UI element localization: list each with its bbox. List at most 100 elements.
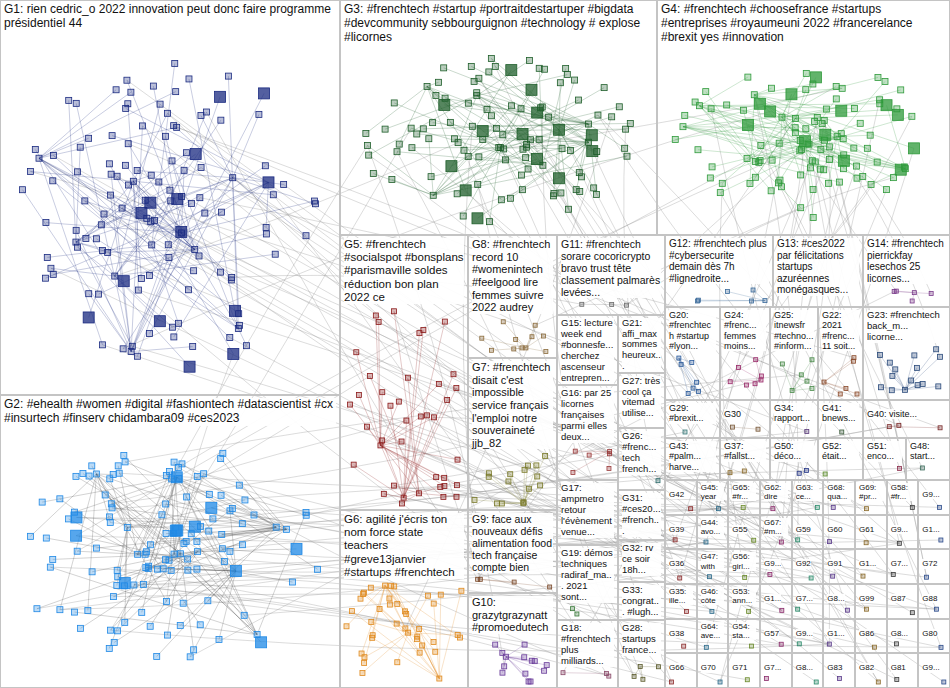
vertex-icon	[565, 206, 571, 212]
vertex-icon	[28, 168, 34, 174]
vertex-icon	[533, 323, 537, 327]
intra-group-tie	[905, 357, 940, 390]
intra-group-tie	[523, 456, 545, 503]
vertex-icon	[218, 117, 224, 123]
vertex-icon	[48, 265, 54, 271]
vertex-icon	[122, 459, 128, 465]
vertex-icon	[744, 156, 750, 162]
intra-group-tie	[152, 112, 207, 245]
vertex-icon	[428, 174, 434, 180]
vertex-icon	[691, 386, 695, 390]
intra-group-tie	[683, 127, 844, 155]
group-box: G53: ann...	[728, 584, 760, 619]
vertex-icon	[394, 621, 399, 626]
inter-group-tie	[190, 291, 894, 656]
intra-group-tie	[444, 105, 588, 124]
vertex-icon	[106, 161, 112, 167]
intra-group-tie	[124, 527, 127, 585]
intra-group-tie	[187, 497, 257, 635]
intra-group-tie	[526, 348, 546, 352]
intra-group-tie	[575, 451, 609, 452]
vertex-icon	[147, 623, 153, 629]
vertex-icon	[433, 649, 438, 654]
vertex-icon	[768, 188, 774, 194]
vertex-icon	[831, 505, 835, 509]
vertex-icon	[887, 360, 892, 365]
vertex-icon	[797, 137, 803, 143]
vertex-icon	[780, 362, 784, 366]
vertex-icon	[779, 642, 783, 646]
vertex-icon	[809, 158, 815, 164]
group-label: G99	[859, 594, 874, 603]
intra-group-tie	[490, 148, 501, 222]
vertex-icon	[218, 269, 224, 275]
vertex-icon	[465, 154, 471, 160]
intra-group-tie	[397, 633, 408, 663]
vertex-icon	[424, 413, 429, 418]
vertex-icon	[703, 89, 709, 95]
vertex-icon	[682, 644, 686, 648]
vertex-icon	[203, 109, 209, 115]
intra-group-tie	[782, 117, 841, 133]
vertex-icon	[83, 235, 89, 241]
inter-group-tie	[440, 487, 893, 575]
vertex-icon	[502, 664, 507, 669]
group-label: G57	[764, 629, 779, 638]
vertex-icon	[169, 158, 175, 164]
intra-group-tie	[700, 106, 855, 109]
intra-group-tie	[429, 139, 433, 196]
vertex-icon	[520, 346, 524, 350]
vertex-icon	[474, 90, 480, 96]
vertex-icon	[571, 470, 575, 474]
vertex-icon	[838, 131, 844, 137]
group-label: G61	[859, 525, 874, 534]
vertex-icon	[942, 680, 946, 684]
vertex-icon	[387, 602, 392, 607]
vertex-icon	[134, 168, 140, 174]
intra-group-tie	[181, 554, 194, 650]
vertex-icon	[704, 540, 708, 544]
vertex-icon	[937, 354, 942, 359]
vertex-icon	[890, 373, 895, 378]
group-box: G31: #ces20... #french...	[618, 490, 665, 540]
intra-group-tie	[380, 609, 440, 679]
vertex-icon	[83, 312, 94, 323]
vertex-icon	[364, 424, 369, 429]
vertex-icon	[568, 147, 574, 153]
intra-group-tie	[96, 474, 166, 602]
vertex-icon	[892, 109, 903, 120]
vertex-icon	[512, 347, 516, 351]
group-box: G27: très cool ça vitemad utilise...	[618, 373, 665, 428]
group-label: G63: ce...	[796, 483, 820, 501]
inter-group-tie	[211, 508, 874, 647]
intra-group-tie	[890, 363, 905, 390]
vertex-icon	[139, 609, 145, 615]
vertex-icon	[303, 509, 309, 515]
vertex-icon	[273, 524, 279, 530]
vertex-icon	[256, 111, 262, 117]
vertex-icon	[303, 233, 309, 239]
vertex-icon	[426, 136, 432, 142]
vertex-icon	[356, 392, 361, 397]
vertex-icon	[754, 98, 765, 109]
vertex-icon	[206, 502, 217, 513]
vertex-icon	[365, 142, 371, 148]
vertex-icon	[344, 624, 349, 629]
vertex-icon	[861, 574, 865, 578]
vertex-icon	[380, 438, 385, 443]
vertex-icon	[168, 567, 174, 573]
intra-group-tie	[408, 378, 419, 494]
vertex-icon	[891, 573, 895, 577]
vertex-icon	[172, 60, 178, 66]
group-box: G57	[760, 619, 792, 654]
intra-group-tie	[404, 388, 457, 498]
intra-group-tie	[96, 474, 187, 559]
vertex-icon	[601, 85, 607, 91]
vertex-icon	[518, 172, 524, 178]
vertex-icon	[394, 149, 400, 155]
vertex-icon	[535, 474, 540, 479]
inter-group-tie	[523, 134, 894, 575]
vertex-icon	[502, 157, 508, 163]
vertex-icon	[865, 507, 869, 511]
group-box: G82	[855, 653, 887, 688]
